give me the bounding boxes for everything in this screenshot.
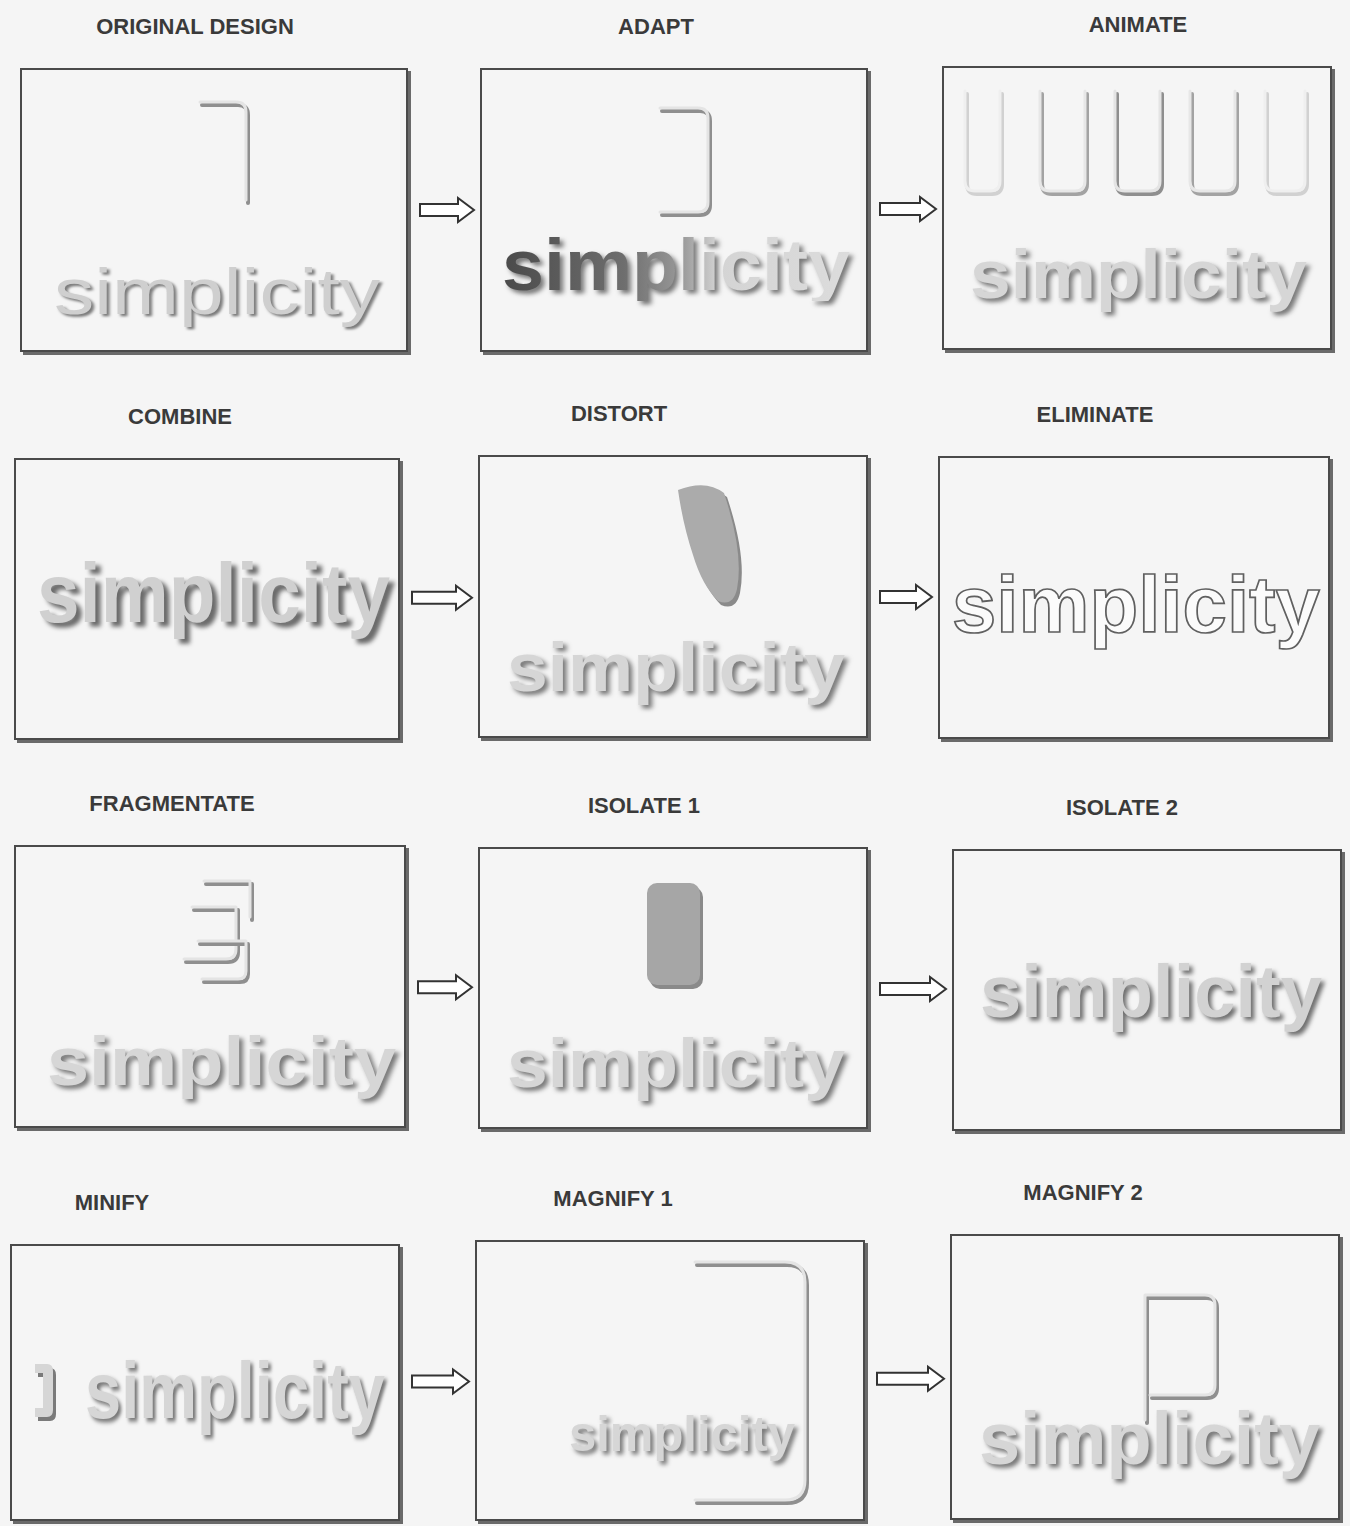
- hollow-arrow: [418, 975, 472, 999]
- technique-title: MAGNIFY 2: [1023, 1180, 1142, 1206]
- bracket-shadow: [1192, 94, 1237, 194]
- technique-panel: MINIFYsimplicity: [10, 1244, 400, 1521]
- bracket-sequence: [965, 91, 1307, 194]
- technique-title: MAGNIFY 1: [553, 1186, 672, 1212]
- technique-panel: DISTORTsimplicity: [478, 455, 868, 738]
- bracket-fragments: [184, 881, 252, 982]
- sample-word: simplicity: [502, 230, 850, 301]
- hollow-arrow: [877, 1367, 944, 1391]
- sample-word: simplicity: [507, 633, 845, 702]
- bracket-shadow: [1267, 94, 1307, 194]
- technique-title: DISTORT: [571, 401, 667, 427]
- bracket-shadow: [967, 94, 1002, 194]
- sample-word: simplicity: [54, 260, 380, 324]
- sample-word: simplicity: [37, 552, 390, 635]
- hollow-arrow: [880, 197, 936, 221]
- hollow-arrow: [420, 198, 474, 222]
- bracket-shape: [1190, 91, 1235, 191]
- sample-word: simplicity: [952, 564, 1320, 645]
- fragment-shape: [184, 907, 236, 959]
- hollow-arrow: [412, 1370, 469, 1394]
- block-shape: [647, 883, 700, 985]
- blob-shape: [678, 485, 739, 602]
- bracket-shadow: [1117, 94, 1162, 194]
- distorted-blob: [678, 485, 742, 606]
- sample-word: simplicity: [47, 1027, 396, 1096]
- bracket-frame: [1190, 91, 1237, 194]
- technique-panel: ISOLATE 1simplicity: [478, 847, 868, 1129]
- hollow-arrow: [880, 585, 932, 609]
- technique-title: ADAPT: [618, 14, 694, 40]
- technique-panel: ANIMATEsimplicity: [942, 66, 1332, 350]
- bracket-shape: [965, 91, 1000, 191]
- bracket-shadow: [662, 111, 710, 215]
- technique-panel: ORIGINAL DESIGNsimplicity: [20, 68, 408, 352]
- sample-word: simplicity: [980, 955, 1322, 1029]
- technique-panel: COMBINEsimplicity: [14, 458, 400, 740]
- fragment-shadow: [200, 944, 248, 982]
- bracket-shape: [1040, 91, 1085, 191]
- bracket-original: [200, 102, 248, 203]
- technique-title: FRAGMENTATE: [89, 791, 254, 817]
- sample-word: simplicity: [85, 1350, 385, 1431]
- bracket-shape: [1265, 91, 1305, 191]
- sample-word: simplicity: [979, 1402, 1320, 1476]
- bracket-frame: [1265, 91, 1307, 194]
- technique-title: ISOLATE 2: [1066, 795, 1178, 821]
- isolated-block: [647, 883, 703, 989]
- bracket-shape: [1115, 91, 1160, 191]
- technique-panel: MAGNIFY 1simplicity: [475, 1240, 865, 1521]
- technique-title: ANIMATE: [1089, 12, 1188, 38]
- bracket-shape: [200, 102, 246, 200]
- fragment-shadow: [186, 910, 238, 962]
- bracket-shape: [35, 1364, 53, 1417]
- bracket-frame: [1040, 91, 1087, 194]
- technique-title: COMBINE: [128, 404, 232, 430]
- bracket-shape: [695, 1262, 805, 1500]
- bracket-adapt: [660, 108, 710, 215]
- fragment-shape: [198, 941, 246, 979]
- technique-panel: FRAGMENTATEsimplicity: [14, 845, 406, 1128]
- small-bracket: [35, 1364, 56, 1421]
- technique-panel: ELIMINATEsimplicity: [938, 456, 1330, 739]
- bracket-shadow: [697, 1265, 807, 1503]
- technique-title: MINIFY: [75, 1190, 150, 1216]
- sample-word: simplicity: [569, 1408, 795, 1459]
- bracket-frame: [965, 91, 1002, 194]
- technique-title: ELIMINATE: [1037, 402, 1154, 428]
- technique-title: ISOLATE 1: [588, 793, 700, 819]
- technique-panel: ISOLATE 2simplicity: [952, 849, 1342, 1131]
- technique-panel: ADAPTsimplicity: [480, 68, 868, 352]
- large-bracket: [695, 1262, 807, 1503]
- hollow-arrow: [880, 977, 946, 1001]
- bracket-shape: [660, 108, 708, 212]
- bracket-shadow: [1042, 94, 1087, 194]
- sample-word: simplicity: [970, 240, 1307, 309]
- bracket-shadow: [202, 105, 248, 203]
- sample-word: simplicity: [507, 1029, 845, 1098]
- fragment-shadow: [206, 884, 252, 920]
- technique-title: ORIGINAL DESIGN: [96, 14, 294, 40]
- technique-panel: MAGNIFY 2simplicity: [950, 1234, 1340, 1520]
- bracket-frame: [1115, 91, 1162, 194]
- hollow-arrow: [412, 586, 472, 610]
